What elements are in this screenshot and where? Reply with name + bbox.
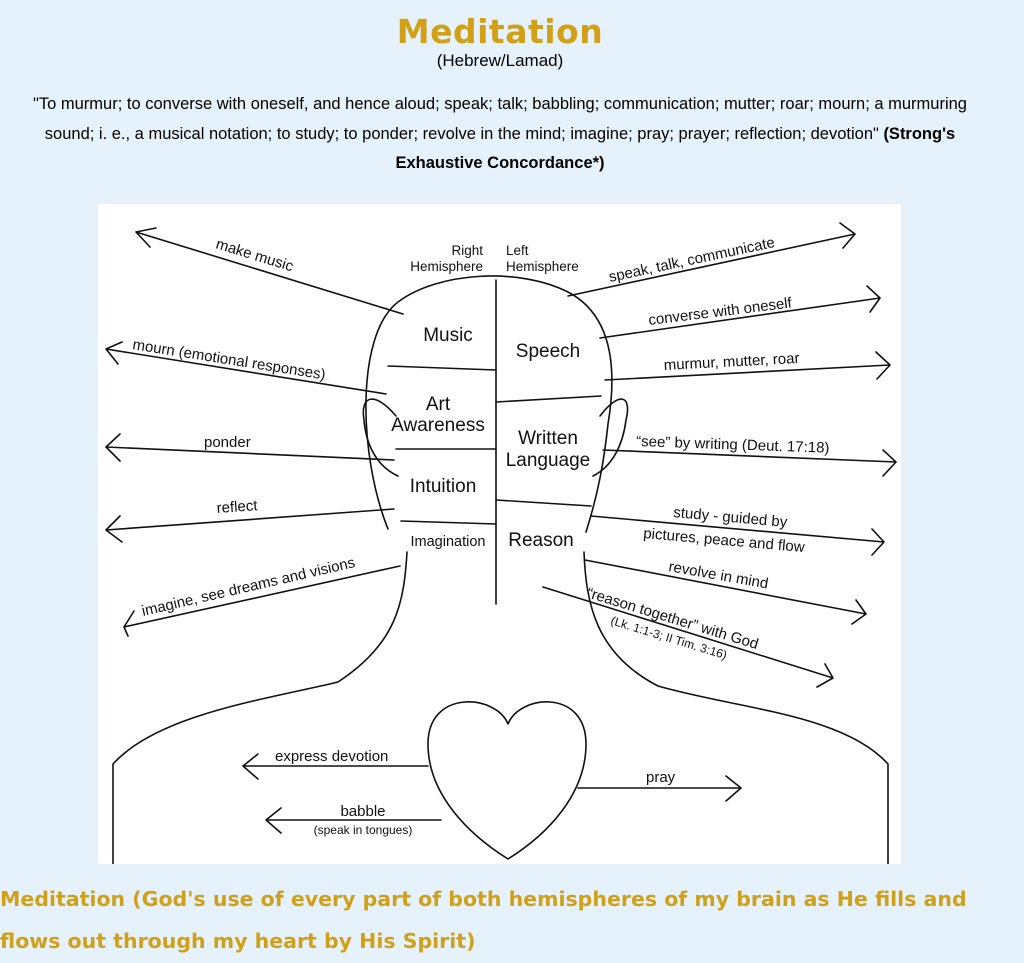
arrow-pray [577,775,742,802]
region-speech: Speech [516,341,580,362]
label-express-devotion: express devotion [275,748,388,765]
arrow-ponder [105,433,395,462]
arrow-speak [567,222,856,297]
label-pray: pray [646,769,676,786]
divider-intuition-imagination [400,520,497,525]
left-neck-shoulder [112,551,408,864]
diagram-caption: Meditation (God's use of every part of b… [0,887,967,953]
label-mourn: mourn (emotional responses) [131,336,326,383]
page-subtitle: (Hebrew/Lamad) [436,51,564,70]
label-study-line1: study - guided by [673,504,789,531]
region-imagination: Imagination [411,534,486,550]
label-babble-note: (speak in tongues) [314,823,413,837]
arrow-revolve [584,559,867,625]
arrow-see-writing [602,449,897,477]
label-ponder: ponder [204,434,251,451]
arrow-reflect [105,508,395,543]
region-written-line1: Written [518,428,578,449]
arrow-study [590,515,885,556]
region-written-line2: Language [506,450,591,471]
label-imagine: imagine, see dreams and visions [140,554,357,620]
divider-written-reason [495,499,592,507]
meditation-diagram: Right Hemisphere Left Hemisphere Music A… [98,204,901,864]
right-hemisphere-label-line2: Hemisphere [410,259,483,274]
arrow-reason-together [542,586,834,688]
definition-source: (Strong's Exhaustive Concordance*) [395,124,956,173]
divider-music-art [387,365,497,371]
left-hemisphere-label-line1: Left [506,243,529,258]
label-babble: babble [340,803,385,820]
page-title: Meditation [396,12,604,51]
label-revolve: revolve in mind [667,558,769,592]
diagram-svg: Right Hemisphere Left Hemisphere Music A… [105,222,897,864]
definition-text: "To murmur; to converse with oneself, an… [33,95,967,143]
region-intuition: Intuition [410,476,477,497]
arrow-imagine [123,565,401,637]
head-outline [365,275,613,533]
right-neck-shoulder [583,551,889,864]
region-art-line1: Art [426,394,451,415]
label-converse: converse with oneself [647,294,793,329]
label-reflect: reflect [216,497,259,517]
region-reason: Reason [508,530,574,551]
definition-paragraph: "To murmur; to converse with oneself, an… [20,90,980,179]
label-speak: speak, talk, communicate [607,234,776,286]
heart-shape [427,701,587,860]
left-hemisphere-label-line2: Hemisphere [506,259,579,274]
arrow-murmur [604,351,891,381]
arrow-make-music [135,227,404,315]
label-make-music: make music [214,236,296,276]
region-art-line2: Awareness [391,415,485,436]
left-ear [362,398,399,477]
label-see-writing: “see” by writing (Deut. 17:18) [636,433,830,457]
region-music: Music [423,325,473,346]
arrow-mourn [105,341,387,395]
arrow-express-devotion [242,753,429,780]
arrow-babble [265,807,442,834]
right-ear [592,398,629,477]
divider-speech-written [495,395,602,403]
arrow-converse [599,285,881,339]
right-hemisphere-label-line1: Right [451,243,483,258]
